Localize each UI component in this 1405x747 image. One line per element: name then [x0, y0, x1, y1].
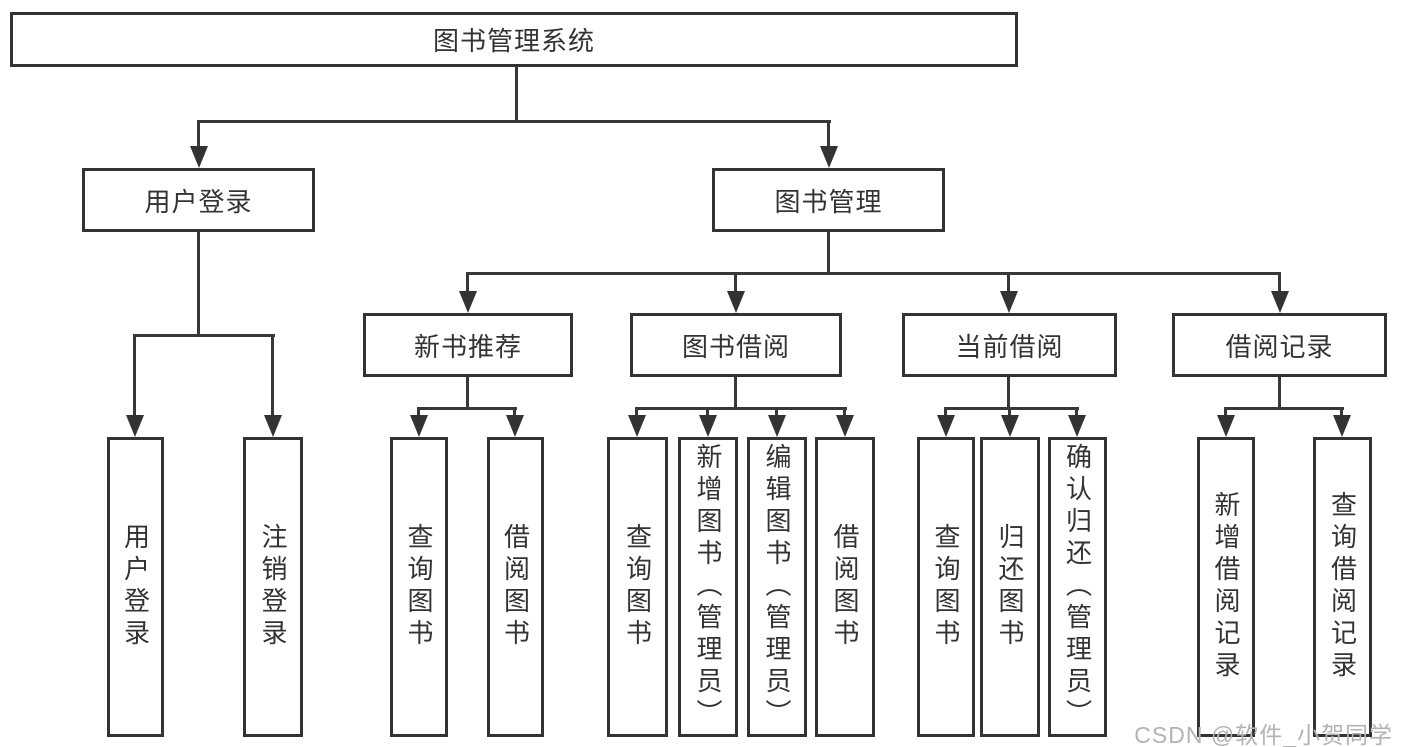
leaf-label: 编辑图书（管理员） [762, 443, 792, 731]
connector-to-book-borrowing [734, 272, 737, 291]
leaf-label: 借阅图书 [830, 523, 860, 651]
down-arrowhead-icon [699, 415, 717, 437]
connector-root-stub [515, 67, 518, 120]
leaf-label: 注销登录 [258, 523, 288, 651]
leaf-label: 用户登录 [120, 523, 151, 651]
connector-to-leaf [1224, 407, 1227, 416]
connector-to-leaf [944, 407, 947, 416]
leaf-label: 查询借阅记录 [1327, 491, 1358, 683]
connector-borrowing-rail [635, 407, 847, 410]
node-label: 借阅记录 [1225, 331, 1334, 362]
down-arrowhead-icon [937, 415, 955, 437]
leaf-confirm-return-admin: 确认归还（管理员） [1048, 437, 1107, 737]
down-arrowhead-icon [459, 291, 477, 313]
connector-to-book-management [827, 120, 830, 148]
down-arrowhead-icon [768, 415, 786, 437]
connector-user-login-stub [197, 232, 200, 334]
down-arrowhead-icon [264, 415, 282, 437]
leaf-label: 查询图书 [622, 523, 653, 651]
leaf-query-books-recommend: 查询图书 [390, 437, 448, 737]
node-label: 图书管理系统 [432, 26, 595, 56]
leaf-label: 借阅图书 [500, 523, 531, 651]
down-arrowhead-icon [1068, 415, 1086, 437]
leaf-query-borrow-record: 查询借阅记录 [1313, 437, 1372, 737]
down-arrowhead-icon [1001, 415, 1019, 437]
down-arrowhead-icon [628, 415, 646, 437]
connector-recommend-stub [466, 377, 469, 407]
connector-to-leaf [513, 407, 516, 416]
connector-user-login-rail [133, 334, 275, 337]
connector-book-management-rail [466, 272, 1281, 275]
down-arrowhead-icon [727, 291, 745, 313]
connector-to-current-borrowing [1007, 272, 1010, 291]
node-library-management-system: 图书管理系统 [10, 12, 1018, 67]
leaf-logout: 注销登录 [243, 437, 303, 737]
leaf-query-books-current: 查询图书 [917, 437, 975, 737]
down-arrowhead-icon [836, 415, 854, 437]
leaf-label: 新增图书（管理员） [693, 443, 723, 731]
leaf-add-books-admin: 新增图书（管理员） [678, 437, 738, 737]
connector-current-rail [944, 407, 1079, 410]
down-arrowhead-icon [410, 415, 428, 437]
leaf-label: 查询图书 [931, 523, 961, 651]
leaf-edit-books-admin: 编辑图书（管理员） [747, 437, 807, 737]
leaf-query-books-borrowing: 查询图书 [607, 437, 668, 737]
node-borrowing-records: 借阅记录 [1172, 313, 1387, 377]
leaf-borrow-books-recommend: 借阅图书 [487, 437, 544, 737]
leaf-label: 新增借阅记录 [1211, 491, 1241, 683]
leaf-label: 归还图书 [995, 523, 1025, 651]
connector-to-leaf [706, 407, 709, 416]
down-arrowhead-icon [1333, 415, 1351, 437]
leaf-borrow-books-borrowing: 借阅图书 [815, 437, 875, 737]
connector-to-leaf [775, 407, 778, 416]
connector-records-stub [1278, 377, 1281, 407]
leaf-label: 查询图书 [404, 523, 434, 651]
leaf-add-borrow-record: 新增借阅记录 [1197, 437, 1255, 737]
down-arrowhead-icon [1271, 291, 1289, 313]
down-arrowhead-icon [126, 415, 144, 437]
connector-book-management-stub [827, 232, 830, 272]
node-current-borrowing: 当前借阅 [902, 313, 1117, 377]
connector-to-leaf [843, 407, 846, 416]
connector-records-rail [1224, 407, 1344, 410]
down-arrowhead-icon [1217, 415, 1235, 437]
connector-to-borrowing-records [1278, 272, 1281, 291]
node-label: 用户登录 [144, 186, 253, 217]
leaf-label: 确认归还（管理员） [1062, 443, 1093, 731]
connector-to-new-book-recommend [466, 272, 469, 291]
node-label: 新书推荐 [413, 331, 522, 362]
down-arrowhead-icon [190, 146, 208, 168]
node-label: 当前借阅 [955, 331, 1064, 362]
connector-root-rail [197, 120, 831, 123]
connector-to-leaf [133, 334, 136, 415]
down-arrowhead-icon [820, 146, 838, 168]
node-label: 图书管理 [774, 186, 883, 217]
connector-to-leaf [1340, 407, 1343, 416]
node-user-login: 用户登录 [82, 168, 315, 232]
connector-to-leaf [1075, 407, 1078, 416]
node-label: 图书借阅 [681, 331, 790, 362]
node-book-borrowing: 图书借阅 [630, 313, 842, 377]
connector-to-leaf [417, 407, 420, 416]
node-new-book-recommend: 新书推荐 [363, 313, 573, 377]
down-arrowhead-icon [1000, 291, 1018, 313]
connector-to-leaf [1008, 407, 1011, 416]
leaf-user-login: 用户登录 [107, 437, 164, 737]
connector-recommend-rail [417, 407, 517, 410]
connector-current-stub [1007, 377, 1010, 407]
connector-to-leaf [271, 334, 274, 415]
csdn-watermark: CSDN @软件_小贺同学 [1134, 722, 1393, 747]
connector-borrowing-stub [734, 377, 737, 407]
connector-to-leaf [635, 407, 638, 416]
leaf-return-books: 归还图书 [980, 437, 1040, 737]
node-book-management: 图书管理 [712, 168, 945, 232]
connector-to-user-login [197, 120, 200, 148]
down-arrowhead-icon [506, 415, 524, 437]
